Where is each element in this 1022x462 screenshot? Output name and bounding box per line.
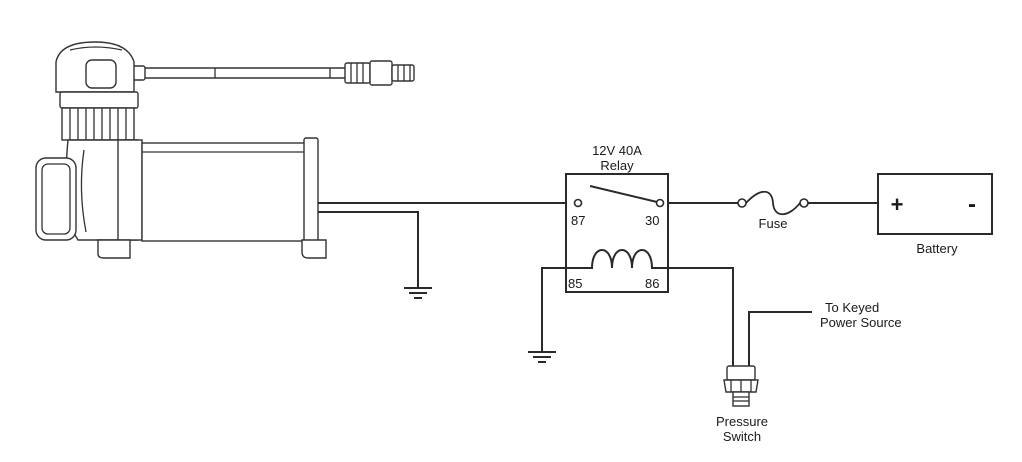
keyed-power-label-line1: To Keyed: [825, 300, 879, 315]
air-compressor: [35, 41, 415, 259]
compressor-head: [55, 41, 139, 109]
wire-compressor-ground: [318, 211, 419, 288]
end-cover: [35, 157, 77, 241]
pressure-switch: Pressure Switch: [716, 358, 768, 444]
keyed-power-source: To Keyed Power Source: [820, 300, 902, 330]
fuse-label: Fuse: [759, 216, 788, 231]
leader-hose: [124, 60, 415, 86]
relay-coil: [566, 249, 668, 269]
relay-body: [565, 173, 669, 293]
wire-86-to-switch: [668, 267, 734, 358]
mounting-feet: [97, 239, 327, 259]
ground-symbol: [404, 287, 432, 299]
relay-pin-85: 85: [568, 276, 582, 291]
wires: [318, 202, 878, 358]
fuse: Fuse: [737, 190, 809, 231]
battery-positive-terminal: +: [891, 192, 904, 217]
relay-switch-arm: [589, 185, 658, 203]
relay-pin-87: 87: [571, 213, 585, 228]
relay: 12V 40A Relay 87 30 85 86: [565, 143, 669, 293]
battery-body: [877, 173, 993, 235]
pressure-switch-label-line2: Switch: [723, 429, 761, 444]
relay-contact-87: [573, 198, 583, 208]
battery-label: Battery: [916, 241, 958, 256]
relay-pin-86: 86: [645, 276, 659, 291]
battery-negative-terminal: -: [968, 191, 976, 218]
crankcase: [65, 139, 143, 241]
battery: + - Battery: [877, 173, 993, 256]
keyed-power-label-line2: Power Source: [820, 315, 902, 330]
relay-rating-label: 12V 40A: [592, 143, 642, 158]
ground-symbol: [528, 351, 556, 363]
wire-switch-to-keyed-power: [748, 311, 812, 358]
pressure-switch-label-line1: Pressure: [716, 414, 768, 429]
motor-body: [141, 137, 319, 245]
relay-contact-30: [655, 198, 665, 208]
relay-title-label: Relay: [600, 158, 634, 173]
relay-pin-30: 30: [645, 213, 659, 228]
wire-85-to-ground: [541, 267, 566, 352]
cylinder-fins: [61, 107, 135, 141]
